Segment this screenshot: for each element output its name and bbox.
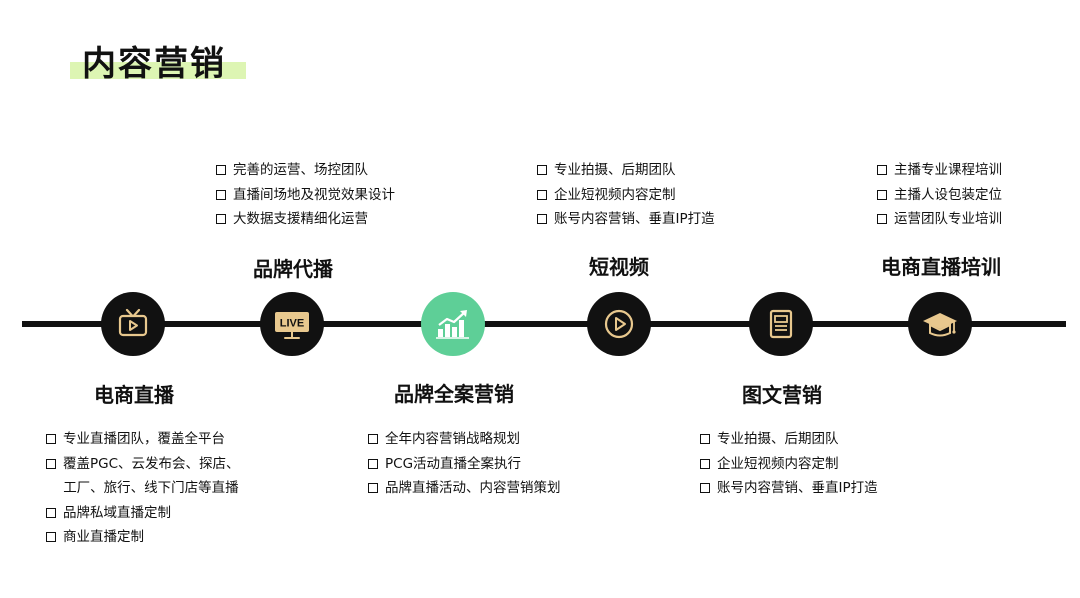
node-ecommerce-live[interactable]	[101, 292, 165, 356]
list-item: 覆盖PGC、云发布会、探店、	[46, 452, 240, 477]
checkbox-icon	[877, 214, 887, 225]
play-icon	[604, 309, 634, 339]
label-brand-full-marketing: 品牌全案营销	[394, 382, 514, 406]
node-brand-proxy-live[interactable]: LIVE	[260, 292, 324, 356]
checkbox-icon	[877, 189, 887, 200]
list-item: 运营团队专业培训	[877, 207, 1002, 232]
label-ecommerce-live: 电商直播	[94, 383, 174, 407]
checkbox-icon	[537, 165, 547, 176]
node-brand-full-marketing[interactable]	[421, 292, 485, 356]
list-item: 完善的运营、场控团队	[216, 158, 395, 183]
list-item: 主播人设包装定位	[877, 183, 1002, 208]
checkbox-icon	[368, 458, 378, 469]
list-brand-full-marketing: 全年内容营销战略规划 PCG活动直播全案执行 品牌直播活动、内容营销策划	[368, 427, 561, 501]
tv-icon	[118, 308, 148, 337]
checkbox-icon	[537, 214, 547, 225]
list-item: 品牌直播活动、内容营销策划	[368, 476, 561, 501]
list-ecommerce-live: 专业直播团队，覆盖全平台 覆盖PGC、云发布会、探店、 工厂、旅行、线下门店等直…	[46, 427, 240, 550]
checkbox-icon	[216, 189, 226, 200]
list-brand-proxy-live: 完善的运营、场控团队 直播间场地及视觉效果设计 大数据支援精细化运营	[216, 158, 395, 232]
document-icon	[769, 309, 793, 339]
node-graphic-marketing[interactable]	[749, 292, 813, 356]
list-item: 大数据支援精细化运营	[216, 207, 395, 232]
list-item: 品牌私域直播定制	[46, 501, 240, 526]
label-brand-proxy-live: 品牌代播	[253, 257, 333, 281]
growth-chart-icon	[436, 310, 469, 339]
checkbox-icon	[46, 507, 56, 518]
label-ecommerce-live-training: 电商直播培训	[881, 255, 1001, 279]
list-item: 企业短视频内容定制	[537, 183, 715, 208]
title-highlight	[70, 62, 246, 79]
graduation-cap-icon	[923, 313, 957, 337]
label-graphic-marketing: 图文营销	[742, 383, 822, 407]
timeline-line	[22, 321, 1066, 327]
checkbox-icon	[46, 532, 56, 543]
checkbox-icon	[368, 483, 378, 494]
checkbox-icon	[700, 458, 710, 469]
list-item: PCG活动直播全案执行	[368, 452, 561, 477]
title-block: 内容营销	[70, 34, 250, 84]
list-item: 工厂、旅行、线下门店等直播	[63, 480, 239, 496]
list-item: 主播专业课程培训	[877, 158, 1002, 183]
checkbox-icon	[216, 165, 226, 176]
checkbox-icon	[537, 189, 547, 200]
list-item: 账号内容营销、垂直IP打造	[700, 476, 878, 501]
list-item: 账号内容营销、垂直IP打造	[537, 207, 715, 232]
live-icon: LIVE	[275, 312, 309, 339]
list-item: 专业拍摄、后期团队	[700, 427, 878, 452]
checkbox-icon	[877, 165, 887, 176]
checkbox-icon	[216, 214, 226, 225]
list-item: 专业拍摄、后期团队	[537, 158, 715, 183]
list-ecommerce-live-training: 主播专业课程培训 主播人设包装定位 运营团队专业培训	[877, 158, 1002, 232]
label-short-video: 短视频	[589, 255, 649, 279]
live-icon-text: LIVE	[280, 318, 304, 330]
list-short-video: 专业拍摄、后期团队 企业短视频内容定制 账号内容营销、垂直IP打造	[537, 158, 715, 232]
checkbox-icon	[700, 483, 710, 494]
node-short-video[interactable]	[587, 292, 651, 356]
checkbox-icon	[368, 434, 378, 445]
list-item: 直播间场地及视觉效果设计	[216, 183, 395, 208]
checkbox-icon	[700, 434, 710, 445]
list-graphic-marketing: 专业拍摄、后期团队 企业短视频内容定制 账号内容营销、垂直IP打造	[700, 427, 878, 501]
node-ecommerce-live-training[interactable]	[908, 292, 972, 356]
checkbox-icon	[46, 458, 56, 469]
list-item: 企业短视频内容定制	[700, 452, 878, 477]
page-title: 内容营销	[82, 44, 226, 84]
checkbox-icon	[46, 434, 56, 445]
list-item: 专业直播团队，覆盖全平台	[46, 427, 240, 452]
list-item: 全年内容营销战略规划	[368, 427, 561, 452]
list-item: 商业直播定制	[46, 525, 240, 550]
